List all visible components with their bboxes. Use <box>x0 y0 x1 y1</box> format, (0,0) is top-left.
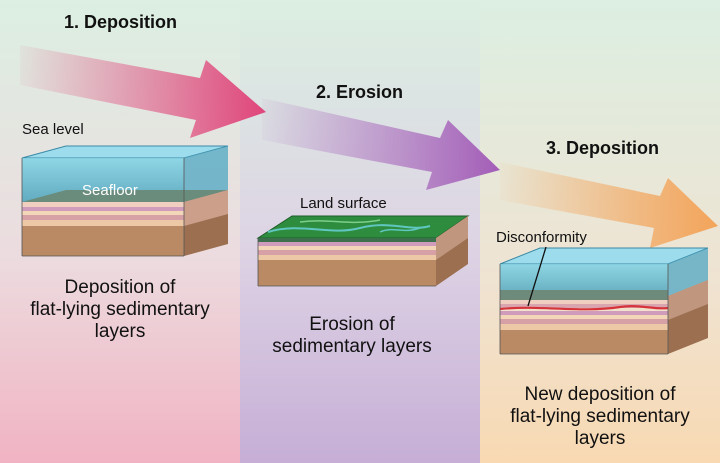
caption-deposition: Deposition of flat-lying sedimentary lay… <box>30 277 210 342</box>
seafloor-label: Seafloor <box>82 182 138 199</box>
caption-new-deposition: New deposition of flat-lying sedimentary… <box>510 384 690 449</box>
step-2-title: 2. Erosion <box>316 82 404 102</box>
block-deposition <box>21 145 229 257</box>
sea-level-label: Sea level <box>22 121 84 138</box>
arrow-erosion <box>262 98 500 190</box>
step-1-title: 1. Deposition <box>64 12 178 32</box>
block-erosion <box>256 215 470 287</box>
land-surface-label: Land surface <box>300 195 387 212</box>
caption-erosion: Erosion of sedimentary layers <box>272 314 432 357</box>
arrow-deposition-1 <box>20 45 266 138</box>
disconformity-pointer <box>527 246 547 307</box>
step-3-title: 3. Deposition <box>546 138 660 158</box>
arrow-deposition-3 <box>500 162 718 248</box>
disconformity-label: Disconformity <box>496 229 587 246</box>
block-new-deposition <box>499 247 709 355</box>
